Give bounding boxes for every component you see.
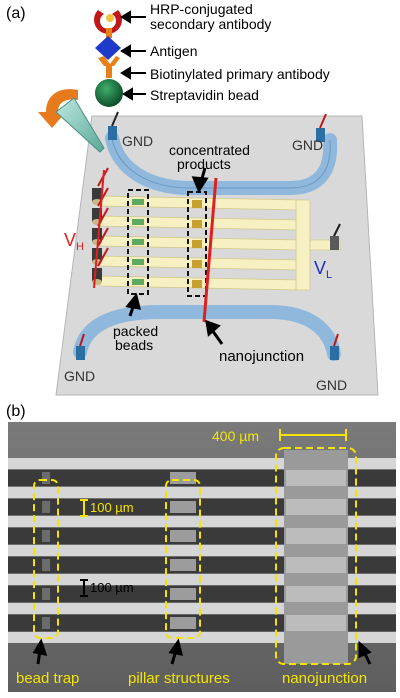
pipette-tip-icon: [55, 97, 105, 153]
molecule-stack: [94, 10, 123, 107]
packed-label-line1: packed: [113, 323, 158, 339]
concentrated-label-line1: concentrated: [169, 142, 250, 158]
primary-antibody-icon: [98, 56, 120, 78]
panel-b-label: (b): [6, 403, 26, 420]
pillar-structures-label: pillar structures: [128, 670, 230, 687]
vh-label: VH: [64, 230, 84, 253]
gnd-label-bottom-right: GND: [316, 377, 347, 393]
micrograph: [8, 422, 396, 692]
nanojunction-line: [202, 177, 218, 323]
bead-trap-label: bead trap: [16, 670, 79, 687]
panel-a-label: (a): [6, 5, 26, 22]
nanojunction-box: [275, 447, 357, 665]
packed-label-line2: beads: [115, 337, 153, 353]
hrp-antibody-icon: [94, 10, 122, 34]
legend-arrows: [120, 10, 146, 101]
scale-bar-100-mid: [80, 579, 88, 597]
vh-electrode-line: [93, 169, 105, 289]
legend-bead: Streptavidin bead: [150, 87, 259, 103]
bottom-channel: [73, 305, 341, 361]
streptavidin-bead-icon: [95, 79, 123, 107]
legend-hrp-line2: secondary antibody: [150, 16, 271, 32]
scale-400-label: 400 µm: [212, 428, 259, 444]
legend-antigen: Antigen: [150, 43, 197, 59]
panel-b-arrows: [32, 638, 372, 665]
bead-trap-box: [33, 479, 59, 639]
vl-label: VL: [314, 258, 332, 281]
legend-primary: Biotinylated primary antibody: [150, 66, 330, 82]
hrp-enzyme-icon: [106, 14, 114, 22]
concentrated-products-box: [187, 191, 207, 297]
concentrated-label-line2: products: [177, 156, 231, 172]
scale-100-mid-label: 100 µm: [90, 580, 134, 595]
scale-bar-400: [279, 429, 347, 441]
gnd-label-bottom-left: GND: [64, 368, 95, 384]
packed-beads-box: [127, 189, 149, 295]
nanojunction-label-a: nanojunction: [219, 348, 304, 365]
curved-arrow-icon: [38, 89, 78, 128]
antigen-icon: [95, 36, 121, 60]
concentrated-products-icon: [192, 200, 202, 288]
pillar-box: [165, 479, 201, 639]
scale-bar-100-top: [80, 499, 88, 517]
gnd-label-top-right: GND: [292, 137, 323, 153]
annotation-boxes: [33, 447, 357, 665]
nanojunction-label-b: nanojunction: [282, 670, 367, 687]
panel-a-arrows: [125, 167, 224, 345]
scale-100-top-label: 100 µm: [90, 500, 134, 515]
legend-hrp-line1: HRP-conjugated: [150, 1, 253, 17]
gnd-electrodes: [76, 111, 341, 360]
gnd-label-top-left: GND: [122, 133, 153, 149]
packed-beads-icon: [132, 199, 144, 285]
